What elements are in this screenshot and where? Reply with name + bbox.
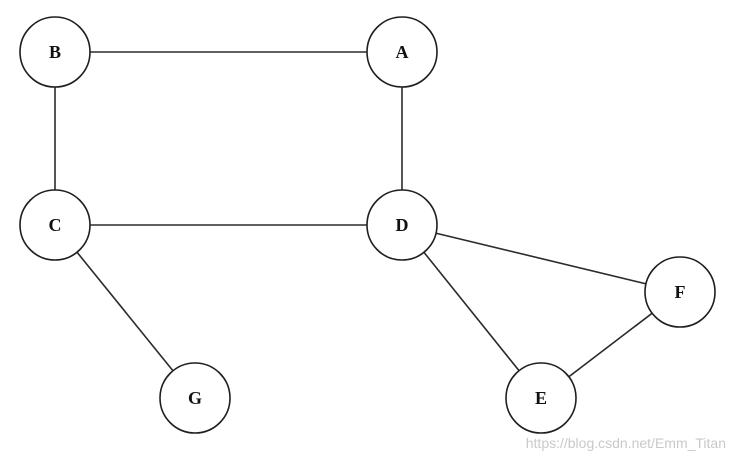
node-circle <box>366 189 438 261</box>
node-circle <box>19 189 91 261</box>
node-label: E <box>535 388 547 408</box>
node-circle <box>644 256 716 328</box>
node-label: C <box>49 215 62 235</box>
node-label: F <box>675 282 686 302</box>
node-e: E <box>505 362 577 434</box>
node-label: D <box>396 215 409 235</box>
node-circle <box>505 362 577 434</box>
node-circle <box>159 362 231 434</box>
node-g: G <box>159 362 231 434</box>
node-label: B <box>49 42 61 62</box>
edge-d-f <box>401 224 681 293</box>
watermark-url: https://blog.csdn.net/Emm_Titan <box>525 435 726 451</box>
edge-d-e <box>401 224 542 399</box>
node-a: A <box>366 16 438 88</box>
node-label: G <box>188 388 202 408</box>
nodes-layer: A B C D E F G <box>19 16 716 434</box>
node-c: C <box>19 189 91 261</box>
node-circle <box>19 16 91 88</box>
node-circle <box>366 16 438 88</box>
node-b: B <box>19 16 91 88</box>
node-d: D <box>366 189 438 261</box>
node-f: F <box>644 256 716 328</box>
node-label: A <box>396 42 409 62</box>
edge-c-g <box>54 224 196 399</box>
